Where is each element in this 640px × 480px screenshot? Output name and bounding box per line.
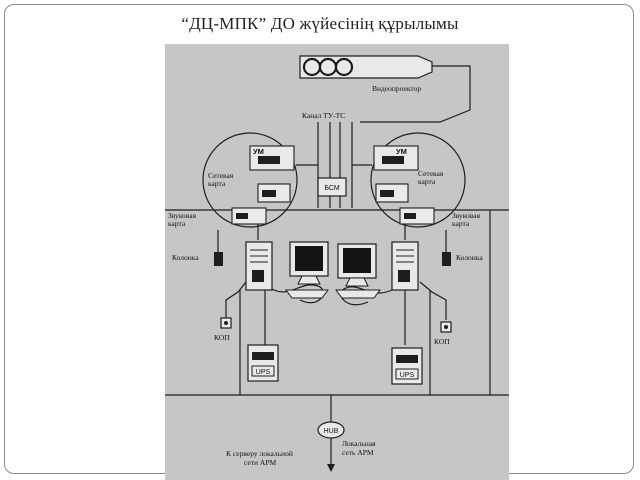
server-link-label-2: сети АРМ bbox=[244, 458, 277, 467]
left-monitor-cable bbox=[269, 284, 324, 304]
right-kop-link bbox=[419, 281, 447, 320]
left-computer-tower-icon bbox=[245, 241, 273, 291]
right-sound-label-1: Звуковая bbox=[452, 211, 481, 220]
left-sound-label-2: карта bbox=[168, 219, 186, 228]
right-sound-card-icon bbox=[399, 207, 435, 225]
right-ups-label: UPS bbox=[400, 372, 415, 379]
left-speaker-icon bbox=[214, 252, 223, 266]
right-kop-label: КОП bbox=[434, 337, 450, 346]
local-network-label-1: Локальная bbox=[342, 439, 376, 448]
hub-arrow-icon bbox=[327, 464, 335, 472]
left-network-label-1: Сетевая bbox=[208, 171, 234, 180]
left-um-board-icon bbox=[249, 145, 295, 171]
video-projector-icon bbox=[299, 55, 433, 79]
right-network-card-icon bbox=[375, 183, 409, 203]
left-kop-label: КОП bbox=[214, 333, 230, 342]
local-network-label-2: сеть АРМ bbox=[342, 448, 374, 457]
right-speaker-icon bbox=[442, 252, 451, 266]
right-ups-icon bbox=[391, 347, 423, 385]
hub-node bbox=[317, 421, 345, 439]
right-sound-label-2: карта bbox=[452, 219, 470, 228]
left-um-label: УМ bbox=[253, 147, 264, 156]
right-station-circle bbox=[370, 132, 466, 228]
right-monitor-icon bbox=[335, 243, 381, 299]
channel-label: Канал ТУ-ТС bbox=[302, 111, 345, 120]
left-kop-link bbox=[225, 281, 247, 320]
left-sound-card-icon bbox=[231, 207, 267, 225]
right-um-board-icon bbox=[373, 145, 419, 171]
left-speaker-label: Колонка bbox=[172, 253, 199, 262]
projector-cable bbox=[360, 65, 471, 123]
right-network-label-1: Сетевая bbox=[418, 169, 444, 178]
right-um-label: УМ bbox=[396, 147, 407, 156]
left-ups-icon bbox=[247, 344, 279, 382]
right-speaker-label: Колонка bbox=[456, 253, 483, 262]
slide-title: “ДЦ-МПК” ДО жүйесінің құрылымы bbox=[181, 14, 459, 33]
left-network-card-icon bbox=[257, 183, 291, 203]
left-monitor-icon bbox=[285, 241, 329, 299]
right-network-label-2: карта bbox=[418, 177, 436, 186]
left-network-label-2: карта bbox=[208, 179, 226, 188]
projector-label: Видеопроектор bbox=[372, 84, 421, 93]
hub-label: HUB bbox=[324, 428, 339, 435]
bsm-label: БСМ bbox=[324, 185, 339, 192]
left-sound-label-1: Звуковая bbox=[168, 211, 197, 220]
left-ups-label: UPS bbox=[256, 369, 271, 376]
bsm-box bbox=[317, 177, 347, 197]
server-link-label-1: К серверу локальной bbox=[226, 449, 293, 458]
right-computer-tower-icon bbox=[391, 241, 419, 291]
left-station-circle bbox=[202, 132, 298, 228]
